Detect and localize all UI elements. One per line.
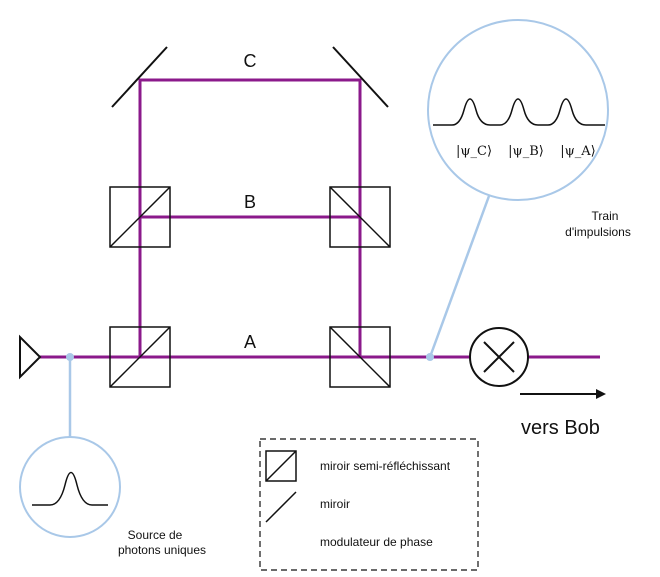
pulse-train-title-line2: d'impulsions (565, 225, 631, 239)
arm-label-b: B (244, 192, 256, 212)
legend-label-phase-modulator: modulateur de phase (320, 535, 433, 549)
legend-frame (259, 438, 479, 571)
pulse-train-title-line1: Train (592, 209, 619, 223)
arm-label-c: C (244, 51, 257, 71)
pulse-train-magnifier: |ψ_C⟩ |ψ_B⟩ |ψ_A⟩ (427, 19, 609, 201)
legend-label-mirror: miroir (320, 497, 350, 511)
legend-label-beam-splitter: miroir semi-réfléchissant (320, 459, 451, 473)
output-arrow-icon (520, 389, 606, 399)
mirror-top-right (332, 46, 389, 108)
source-magnifier (19, 436, 121, 538)
pulse-train-tap-dot (426, 353, 434, 361)
source-tap-dot (66, 353, 74, 361)
source-label-line2: photons uniques (118, 543, 206, 557)
source-label-line1: Source de (128, 528, 183, 542)
state-psi-a: |ψ_A⟩ (560, 144, 596, 159)
pulse-train-connector (428, 195, 491, 358)
state-psi-c: |ψ_C⟩ (456, 144, 492, 159)
arm-label-a: A (244, 332, 256, 352)
single-photon-pulse (32, 471, 108, 506)
beam-splitter-left-top (109, 186, 171, 248)
legend-beam-splitter-icon (265, 450, 297, 482)
beam-splitter-right-top (329, 186, 391, 248)
legend: miroir semi-réfléchissant miroir modulat… (259, 438, 479, 571)
phase-modulator-icon (469, 327, 529, 387)
photon-source-icon (19, 334, 42, 380)
state-psi-b: |ψ_B⟩ (508, 144, 544, 159)
mirror-top-left (111, 46, 168, 108)
beam-splitter-left-bottom (109, 326, 171, 388)
output-label: vers Bob (521, 417, 600, 439)
beam-splitter-right-bottom (329, 326, 391, 388)
pulse-train-waveform (433, 98, 605, 126)
legend-mirror-icon (265, 491, 297, 523)
